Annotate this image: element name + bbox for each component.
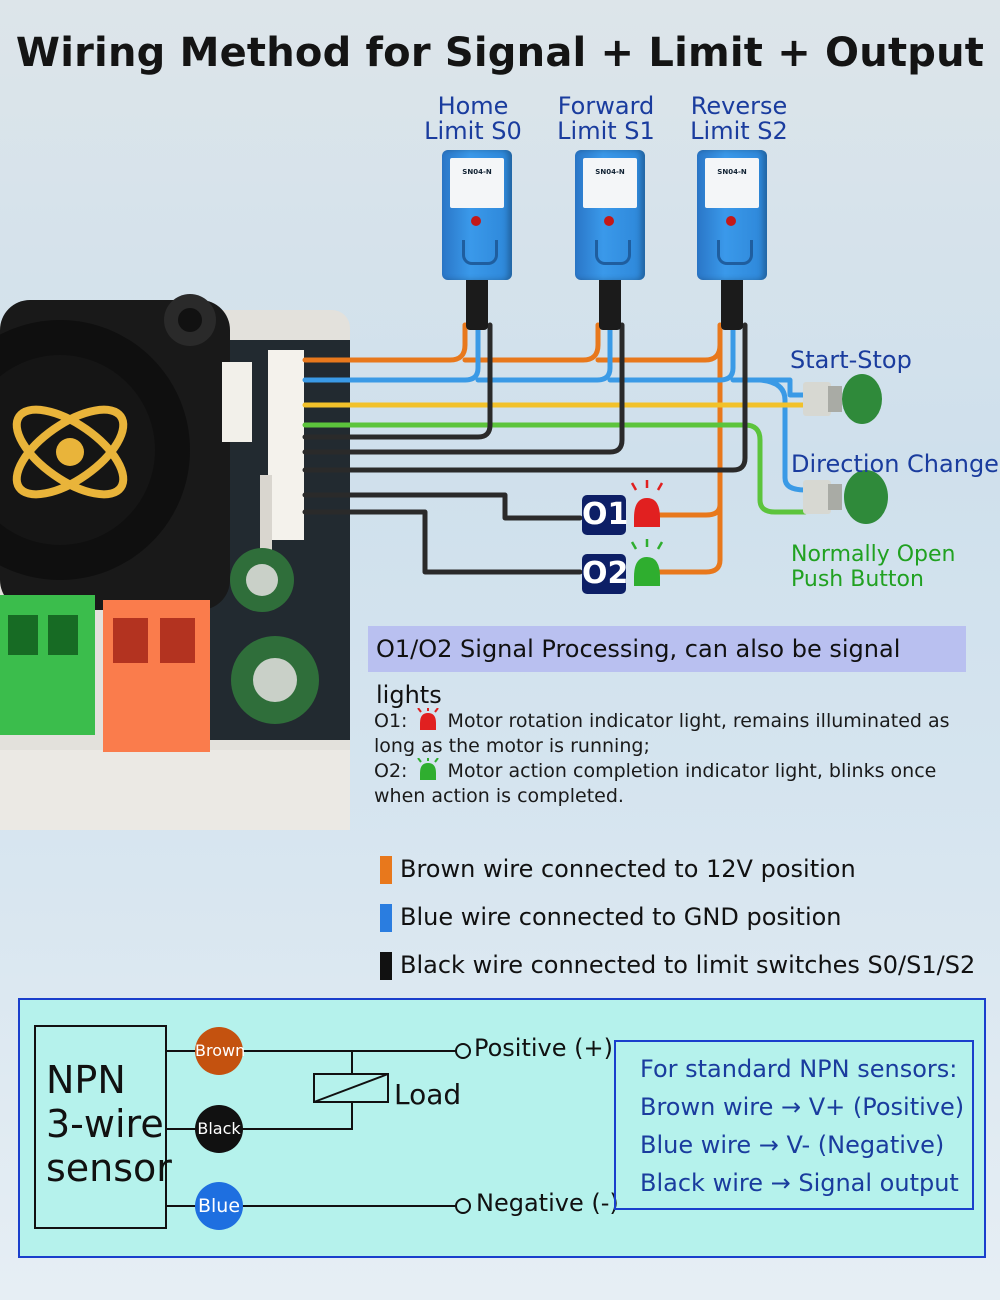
sensor-label-line: Home <box>437 92 509 120</box>
push-button-type-line: Normally Open <box>791 542 956 567</box>
red-light-icon <box>416 707 439 730</box>
npn-sensor-label-line: sensor <box>46 1146 172 1190</box>
signal-line <box>167 1128 353 1130</box>
legend-brown: Brown wire connected to 12V position <box>380 855 856 884</box>
negative-line <box>167 1205 457 1207</box>
o2-note: O2: Motor action completion indicator li… <box>374 757 974 809</box>
sensor-tag: SN04-N <box>583 158 637 208</box>
sensor-cable <box>721 280 743 330</box>
load-label: Load <box>394 1078 462 1111</box>
black-wire-dot: Black <box>195 1105 243 1153</box>
sensor-notch <box>462 240 498 265</box>
legend-text: Black wire connected to limit switches S… <box>400 951 976 979</box>
npn-sensor-label: NPN 3-wire sensor <box>46 1058 172 1190</box>
page-title: Wiring Method for Signal + Limit + Outpu… <box>15 30 985 76</box>
load-relay-icon <box>313 1073 389 1103</box>
output-o2-badge: O2 <box>582 554 628 594</box>
sensor-label-home: Home Limit S0 <box>408 94 538 144</box>
npn-info-line: Blue wire → V- (Negative) <box>640 1131 945 1159</box>
sensor-led-icon <box>604 216 614 226</box>
legend-black: Black wire connected to limit switches S… <box>380 951 975 980</box>
sensor-tag: SN04-N <box>705 158 759 208</box>
controller-board-illustration <box>0 294 350 830</box>
sensor-label-line: Forward <box>557 92 655 120</box>
npn-sensor-label-line: 3-wire <box>46 1102 164 1146</box>
green-light-icon <box>416 757 439 780</box>
positive-terminal-icon <box>455 1043 471 1059</box>
legend-text: Blue wire connected to GND position <box>400 903 842 931</box>
o1-note-prefix: O1: <box>374 710 408 732</box>
sensor-label-line: Reverse <box>690 92 788 120</box>
npn-sensor-label-line: NPN <box>46 1058 126 1102</box>
signal-processing-banner: O1/O2 Signal Processing, can also be sig… <box>368 626 966 709</box>
proximity-sensor-s1: SN04-N <box>575 150 645 330</box>
sensor-model: SN04-N <box>462 168 492 176</box>
o1-note: O1: Motor rotation indicator light, rema… <box>374 707 974 759</box>
o2-note-text: Motor action completion indicator light,… <box>374 760 937 807</box>
wiring-diagram <box>302 322 888 586</box>
sensor-notch <box>595 240 631 265</box>
proximity-sensor-s2: SN04-N <box>697 150 767 330</box>
npn-info-line: For standard NPN sensors: <box>640 1055 958 1083</box>
legend-text: Brown wire connected to 12V position <box>400 855 856 883</box>
push-button-type-label: Normally Open Push Button <box>791 542 955 592</box>
blue-wire-dot: Blue <box>195 1182 243 1230</box>
o1-note-text: Motor rotation indicator light, remains … <box>374 710 950 757</box>
npn-info-line: Black wire → Signal output <box>640 1169 959 1197</box>
sensor-model: SN04-N <box>595 168 625 176</box>
sensor-label-forward: Forward Limit S1 <box>541 94 671 144</box>
direction-change-label: Direction Change <box>791 450 999 478</box>
sensor-label-line: Limit S0 <box>424 117 522 145</box>
legend-swatch-black <box>380 952 392 980</box>
npn-sensor-box <box>34 1025 167 1229</box>
load-lead-bottom <box>351 1102 353 1129</box>
legend-swatch-brown <box>380 856 392 884</box>
push-button-type-line: Push Button <box>791 567 924 592</box>
proximity-sensor-s0: SN04-N <box>442 150 512 330</box>
sensor-cable <box>599 280 621 330</box>
brown-wire-dot: Brown <box>195 1027 245 1075</box>
npn-info-line: Brown wire → V+ (Positive) <box>640 1093 965 1121</box>
load-lead-top <box>351 1050 353 1074</box>
positive-line <box>167 1050 457 1052</box>
legend-blue: Blue wire connected to GND position <box>380 903 842 932</box>
o2-note-prefix: O2: <box>374 760 408 782</box>
start-stop-label: Start-Stop <box>790 346 912 374</box>
sensor-led-icon <box>471 216 481 226</box>
positive-label: Positive (+) <box>474 1034 613 1062</box>
sensor-label-line: Limit S1 <box>557 117 655 145</box>
sensor-notch <box>717 240 753 265</box>
legend-swatch-blue <box>380 904 392 932</box>
sensor-led-icon <box>726 216 736 226</box>
sensor-label-reverse: Reverse Limit S2 <box>674 94 804 144</box>
output-o1-badge: O1 <box>582 495 628 535</box>
negative-terminal-icon <box>455 1198 471 1214</box>
negative-label: Negative (-) <box>476 1189 619 1217</box>
sensor-cable <box>466 280 488 330</box>
sensor-model: SN04-N <box>717 168 747 176</box>
sensor-label-line: Limit S2 <box>690 117 788 145</box>
npn-info-box: For standard NPN sensors: Brown wire → V… <box>614 1040 974 1210</box>
sensor-tag: SN04-N <box>450 158 504 208</box>
